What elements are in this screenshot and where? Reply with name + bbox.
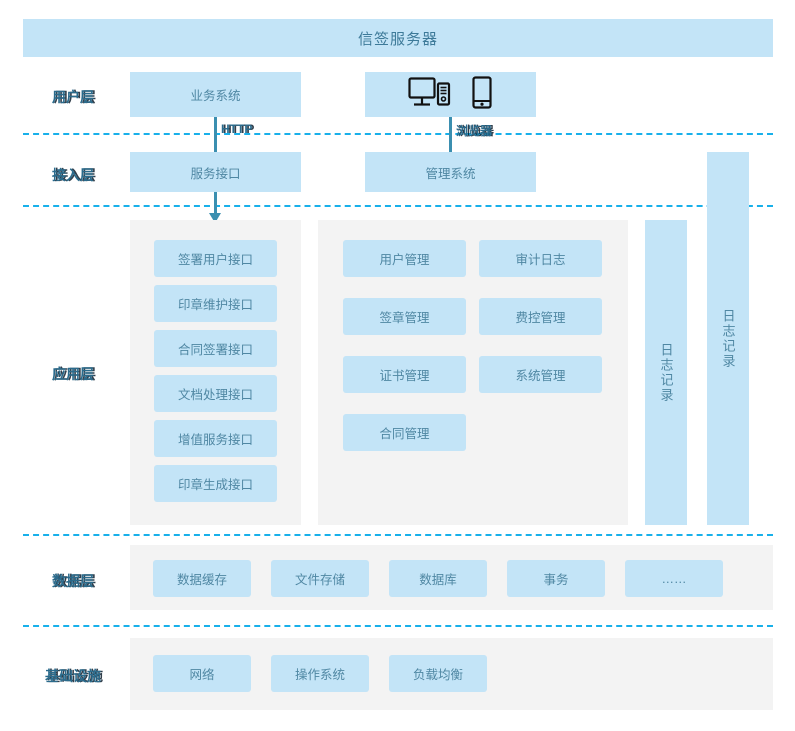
arrow-http-line	[214, 117, 217, 179]
node-interface-3[interactable]: 合同签署接口	[154, 330, 277, 367]
node-module-cost-control-label: 费控管理	[515, 311, 566, 325]
log-record-bar-outer: 日志记录	[707, 152, 749, 525]
node-network-label: 网络	[189, 668, 215, 682]
separator-user-access	[23, 133, 773, 135]
mobile-phone-icon	[470, 76, 494, 113]
separator-data-infra	[23, 625, 773, 627]
node-file-storage-label: 文件存储	[294, 573, 345, 587]
device-icon-group	[407, 76, 494, 113]
node-module-audit-log[interactable]: 审计日志	[479, 240, 602, 277]
node-data-cache[interactable]: 数据缓存	[153, 560, 251, 597]
node-module-audit-log-label: 审计日志	[515, 253, 566, 267]
log-record-bar-outer-label: 日志记录	[720, 308, 736, 369]
log-record-bar-inner: 日志记录	[645, 220, 687, 525]
node-business-system-label: 业务系统	[190, 89, 241, 103]
node-module-certificate-management-label: 证书管理	[379, 369, 430, 383]
node-interface-1-label: 签署用户接口	[177, 253, 253, 267]
node-database-label: 数据库	[419, 573, 457, 587]
node-interface-5-label: 增值服务接口	[177, 433, 253, 447]
node-interface-6-label: 印章生成接口	[177, 478, 253, 492]
page-title: 信签服务器	[357, 30, 438, 48]
node-interface-2[interactable]: 印章维护接口	[154, 285, 277, 322]
node-interface-4[interactable]: 文档处理接口	[154, 375, 277, 412]
node-module-system-management[interactable]: 系统管理	[479, 356, 602, 393]
node-module-contract-management-label: 合同管理	[379, 427, 430, 441]
node-transaction-label: 事务	[543, 573, 569, 587]
layer-label-access: 接入层	[52, 167, 94, 183]
node-management-system[interactable]: 管理系统	[365, 152, 536, 192]
node-module-seal-management[interactable]: 签章管理	[343, 298, 466, 335]
separator-access-app	[23, 205, 773, 207]
arrow-app-line	[214, 192, 217, 220]
layer-label-app: 应用层	[52, 366, 94, 382]
node-management-system-label: 管理系统	[425, 166, 476, 181]
node-module-contract-management[interactable]: 合同管理	[343, 414, 466, 451]
separator-app-data	[23, 534, 773, 536]
node-load-balancer[interactable]: 负载均衡	[389, 655, 487, 692]
node-interface-6[interactable]: 印章生成接口	[154, 465, 277, 502]
node-module-system-management-label: 系统管理	[515, 369, 566, 383]
node-interface-5[interactable]: 增值服务接口	[154, 420, 277, 457]
node-network[interactable]: 网络	[153, 655, 251, 692]
arrow-label-http: HTTP	[221, 122, 253, 136]
arrow-browser-line	[449, 117, 452, 179]
node-module-certificate-management[interactable]: 证书管理	[343, 356, 466, 393]
diagram-title-bar: 信签服务器	[23, 19, 773, 57]
node-operating-system[interactable]: 操作系统	[271, 655, 369, 692]
layer-label-user: 用户层	[52, 89, 94, 105]
log-record-bar-inner-label: 日志记录	[658, 342, 674, 403]
node-interface-3-label: 合同签署接口	[177, 343, 253, 357]
node-business-system[interactable]: 业务系统	[130, 72, 301, 117]
node-module-seal-management-label: 签章管理	[379, 311, 430, 325]
node-interface-1[interactable]: 签署用户接口	[154, 240, 277, 277]
node-client-devices[interactable]	[365, 72, 536, 117]
node-module-user-management-label: 用户管理	[379, 253, 430, 267]
node-module-user-management[interactable]: 用户管理	[343, 240, 466, 277]
node-database[interactable]: 数据库	[389, 560, 487, 597]
node-operating-system-label: 操作系统	[294, 668, 345, 682]
node-data-more-label: ……	[661, 571, 687, 586]
node-transaction[interactable]: 事务	[507, 560, 605, 597]
layer-label-infra: 基础设施	[45, 668, 101, 684]
node-service-interface-label: 服务接口	[190, 166, 241, 181]
arrow-app-head	[209, 213, 221, 223]
node-data-more[interactable]: ……	[625, 560, 723, 597]
node-module-cost-control[interactable]: 费控管理	[479, 298, 602, 335]
layer-label-data: 数据层	[52, 573, 94, 589]
node-service-interface[interactable]: 服务接口	[130, 152, 301, 192]
node-file-storage[interactable]: 文件存储	[271, 560, 369, 597]
node-interface-2-label: 印章维护接口	[177, 298, 253, 312]
node-data-cache-label: 数据缓存	[176, 573, 227, 587]
node-interface-4-label: 文档处理接口	[177, 388, 253, 402]
arrow-label-browser: 浏览器	[456, 124, 493, 138]
node-load-balancer-label: 负载均衡	[412, 668, 463, 682]
desktop-computer-icon	[407, 76, 452, 113]
